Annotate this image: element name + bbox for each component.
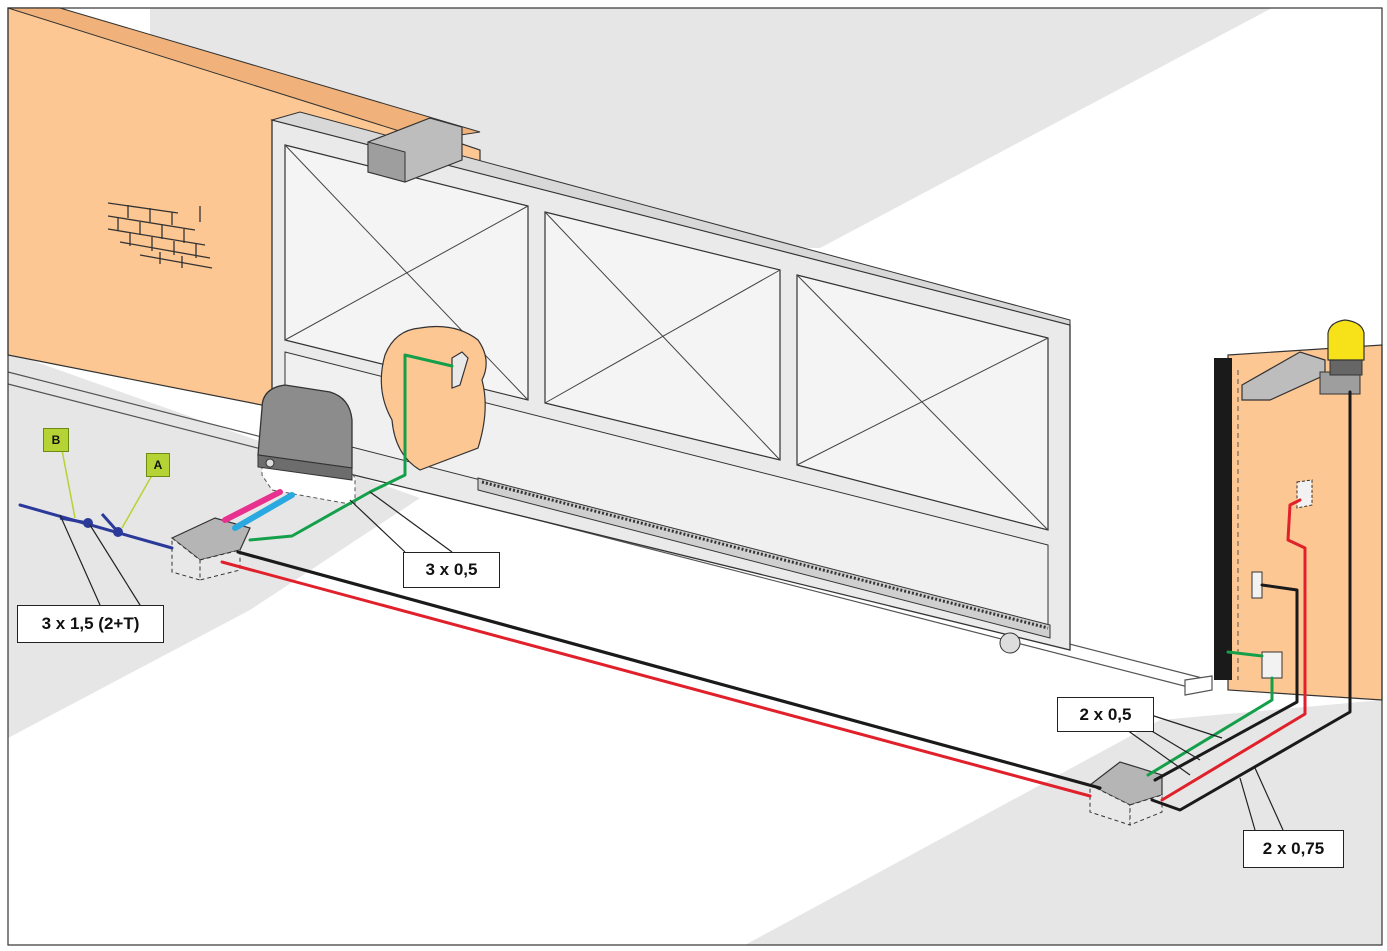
brick-pattern <box>107 202 213 269</box>
wire-magenta <box>222 489 283 523</box>
flashing-lamp <box>1319 319 1365 395</box>
switch-a-lever <box>100 513 120 533</box>
top-guide-face <box>367 141 406 183</box>
leader-a <box>121 469 156 529</box>
gate-cross-braces <box>284 144 1049 531</box>
gear-rack-teeth <box>481 480 1049 630</box>
photocell-gate-side <box>451 351 469 389</box>
wire-red-post <box>1160 498 1307 802</box>
wire-red-main <box>220 560 1092 798</box>
gear-rack <box>477 477 1051 639</box>
wire-mains <box>18 503 174 550</box>
mains-switches <box>59 449 156 537</box>
marker-a: A <box>146 453 170 477</box>
wire-green-post <box>1146 650 1274 777</box>
wires <box>18 353 1352 812</box>
junction-box-right <box>1088 761 1163 826</box>
label-photocells-post-cable: 2 x 0,5 <box>1057 697 1154 732</box>
black-post <box>1214 358 1232 680</box>
gate-depth <box>270 111 1071 326</box>
wire-green-gate <box>248 353 454 542</box>
label-lamp-cable: 2 x 0,75 <box>1243 830 1344 868</box>
gate-motor <box>257 384 356 506</box>
wire-black-lamp <box>1150 390 1352 812</box>
ground-right <box>745 700 1382 945</box>
gate-wheel <box>999 632 1021 654</box>
label-photocell-gate-cable: 3 x 0,5 <box>403 552 500 588</box>
leader-b <box>61 449 76 519</box>
wire-black-main <box>236 550 1102 790</box>
outer-border <box>7 7 1383 946</box>
wire-cyan <box>232 492 295 531</box>
marker-b: B <box>43 428 69 452</box>
wire-black-post <box>1153 583 1299 782</box>
label-mains-cable: 3 x 1,5 (2+T) <box>17 605 164 643</box>
switch-b-lever <box>59 516 89 525</box>
junction-box-left <box>170 517 251 581</box>
